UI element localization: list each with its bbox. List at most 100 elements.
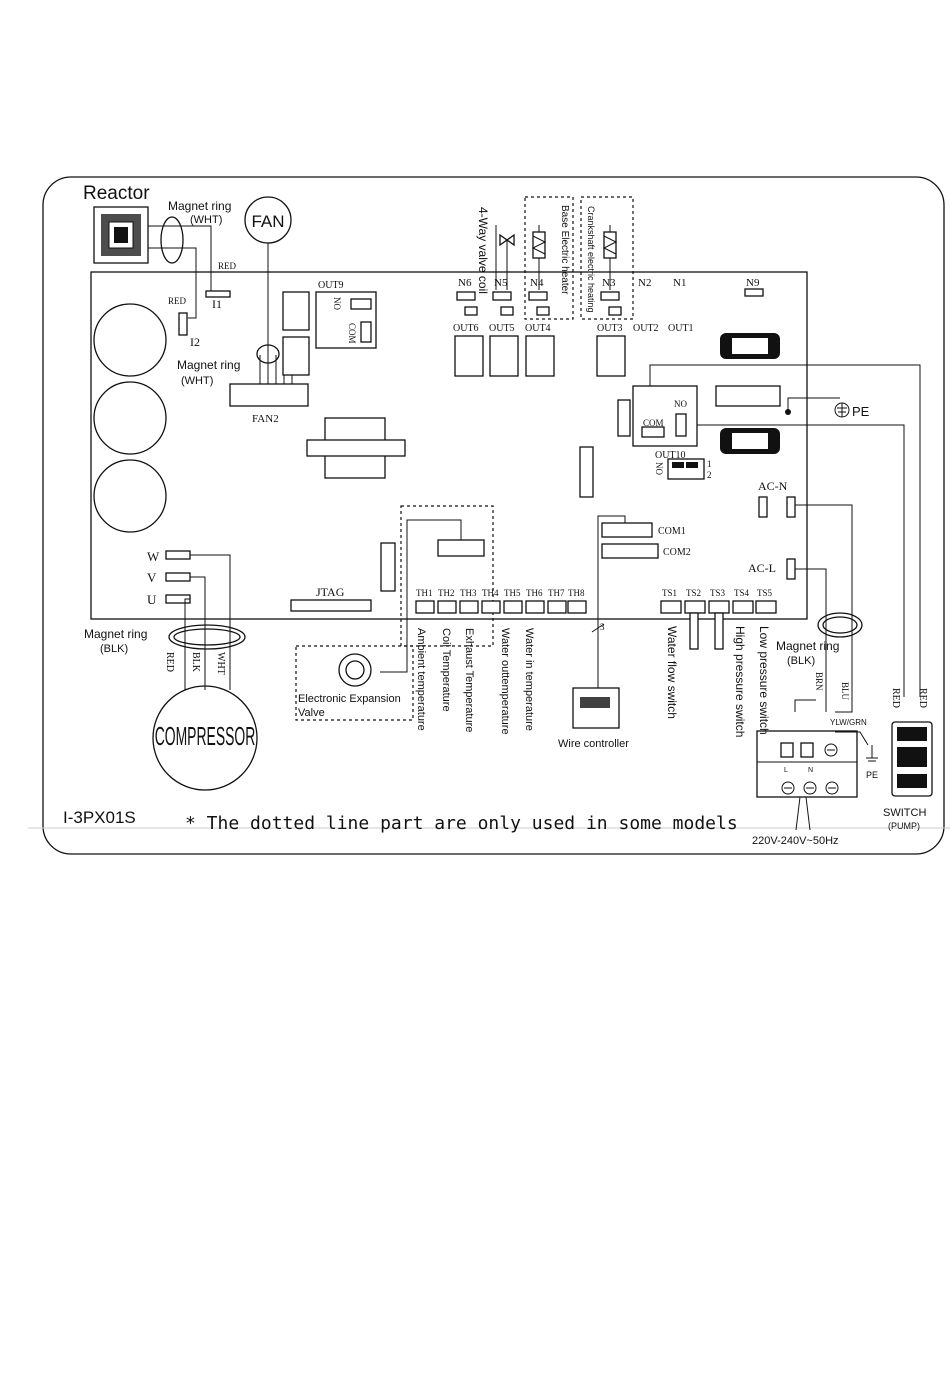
switch-red-wire-a: RED xyxy=(890,688,901,708)
crankshaft-heater-icon xyxy=(602,225,618,290)
ac-n-terminal xyxy=(786,496,796,518)
power-terminal-block xyxy=(756,730,858,798)
magnet-ring-blk-right-label: Magnet ring xyxy=(776,639,839,653)
i2-terminal xyxy=(178,312,188,336)
crankshaft-heater-label: Crankshaft electric heating xyxy=(586,206,596,313)
model-label: I-3PX01S xyxy=(63,808,136,827)
v-label: V xyxy=(147,570,157,585)
out4-relay xyxy=(525,335,555,377)
com1-connector xyxy=(601,522,653,538)
compressor-wht-wire: WHT xyxy=(215,652,226,675)
pe-ground-bottom-icon xyxy=(866,745,878,762)
magnet-ring-wht-top-label: Magnet ring xyxy=(168,199,231,213)
reactor-icon xyxy=(93,206,149,264)
dip-no-label: NO xyxy=(654,462,664,475)
magnet-ring-wht-top-color: (WHT) xyxy=(190,214,222,226)
relay-a xyxy=(282,291,310,331)
exhaust-temp-label: Exhaust Temperature xyxy=(463,628,475,732)
eev-dotted-bottom xyxy=(295,645,414,721)
compressor-blk-wire: BLK xyxy=(190,652,201,673)
th5-label: TH5 xyxy=(504,588,521,598)
reactor-label: Reactor xyxy=(83,183,150,204)
terminal-l-label: L xyxy=(784,767,788,774)
out6-relay xyxy=(454,335,484,377)
control-board xyxy=(90,271,808,620)
out10-no: NO xyxy=(674,399,687,409)
eev-label: Electronic Expansion xyxy=(298,693,401,705)
ac-n-label: AC-N xyxy=(758,479,788,493)
ts-sockets xyxy=(660,600,777,614)
fan2-connector xyxy=(229,383,309,407)
n4-label: N4 xyxy=(530,277,544,289)
pump-label: (PUMP) xyxy=(888,821,920,831)
vertical-connector xyxy=(380,542,396,592)
ts5-label: TS5 xyxy=(757,588,773,598)
th4-label: TH4 xyxy=(482,588,499,598)
out6-label: OUT6 xyxy=(453,323,479,334)
ts3-label: TS3 xyxy=(710,588,726,598)
out5-relay xyxy=(489,335,519,377)
eev-dotted-top xyxy=(400,505,494,647)
n5-label: N5 xyxy=(494,277,508,289)
n9-label: N9 xyxy=(746,277,760,289)
compressor-red-wire: RED xyxy=(164,652,175,672)
i1-terminal xyxy=(205,290,231,298)
w-label: W xyxy=(147,549,160,564)
crankshaft-heater-dotted xyxy=(580,196,634,320)
eev-connector xyxy=(437,539,485,557)
fuse xyxy=(715,385,781,407)
u-label: U xyxy=(147,592,157,607)
magnet-ring-wht-mid-color: (WHT) xyxy=(181,375,213,387)
out5-label: OUT5 xyxy=(489,323,515,334)
pe-top-label: PE xyxy=(852,404,870,419)
ac-l-label: AC-L xyxy=(748,561,776,575)
com2-connector xyxy=(601,543,659,559)
base-heater-label: Base Electric heater xyxy=(559,205,570,295)
magnet-ring-wht-top xyxy=(160,216,184,264)
pe-ground-top-icon xyxy=(834,402,850,418)
out3-label: OUT3 xyxy=(597,323,623,334)
capacitor-2 xyxy=(93,381,167,455)
relay-b xyxy=(282,336,310,376)
magnet-ring-wht-mid xyxy=(256,344,280,364)
th1-label: TH1 xyxy=(416,588,433,598)
n2-label: N2 xyxy=(638,277,651,289)
magnet-ring-blk-left xyxy=(168,624,246,650)
water-out-temp-label: Water outtemperature xyxy=(499,628,511,735)
low-pressure-switch-label: Low pressure switch xyxy=(757,626,771,735)
compressor-icon xyxy=(152,685,258,791)
pump-switch-icon xyxy=(891,721,933,797)
wire-controller-label: Wire controller xyxy=(558,738,629,750)
dotted-line-note: * The dotted line part are only used in … xyxy=(185,813,738,834)
magnet-ring-blk-left-label: Magnet ring xyxy=(84,627,147,641)
com1-label: COM1 xyxy=(658,526,686,537)
out1-label: OUT1 xyxy=(668,323,694,334)
th-sockets xyxy=(415,600,587,614)
magnet-ring-blk-right xyxy=(817,612,863,638)
com2-label: COM2 xyxy=(663,547,691,558)
vertical-chip xyxy=(579,446,594,498)
ylw-grn-label: YLW/GRN xyxy=(830,718,867,727)
ts1-label: TS1 xyxy=(662,588,677,598)
out10-label: OUT10 xyxy=(655,450,686,461)
th7-label: TH7 xyxy=(548,588,565,598)
magnet-ring-blk-right-color: (BLK) xyxy=(787,655,815,667)
wire-count-label: 3 xyxy=(600,622,605,632)
i2-label: I2 xyxy=(190,335,200,349)
diagram-frame xyxy=(42,176,945,855)
th2-label: TH2 xyxy=(438,588,455,598)
out4-label: OUT4 xyxy=(525,323,551,334)
out3-relay xyxy=(596,335,626,377)
brn-wire-label: BRN xyxy=(814,672,824,691)
capacitor-3 xyxy=(93,459,167,533)
eev-label-2: Valve xyxy=(298,707,325,719)
magnet-ring-wht-mid-label: Magnet ring xyxy=(177,358,240,372)
n1-label: N1 xyxy=(673,277,686,289)
w-terminal xyxy=(165,550,191,560)
switch-red-wire-b: RED xyxy=(917,688,928,708)
pe-bottom-label: PE xyxy=(866,770,878,780)
out9-com: COM xyxy=(347,323,357,344)
magnet-ring-blk-left-color: (BLK) xyxy=(100,643,128,655)
fan2-label: FAN2 xyxy=(252,413,279,425)
red-wire-i2-label: RED xyxy=(168,296,187,306)
